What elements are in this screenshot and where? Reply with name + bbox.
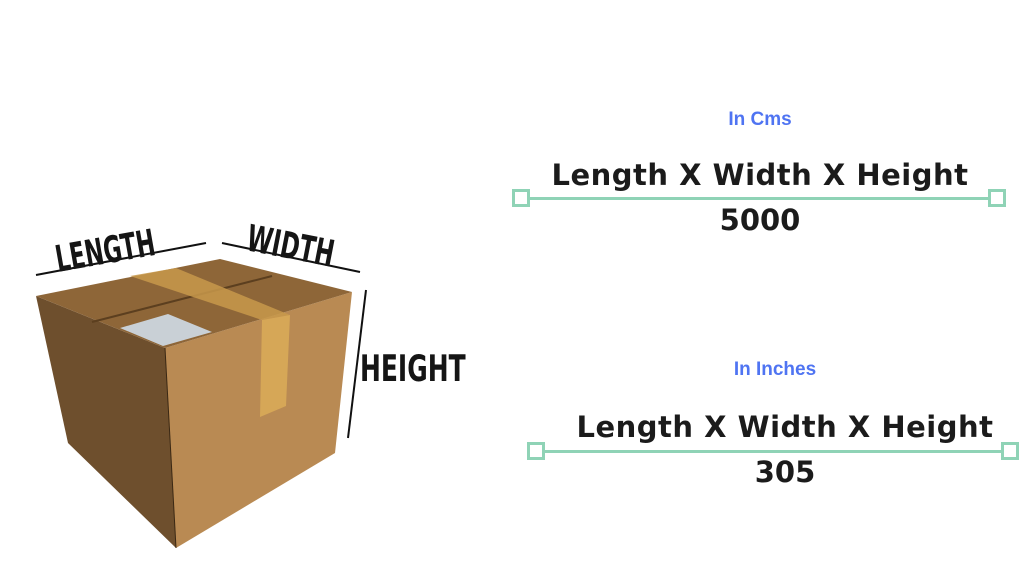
width-rule <box>221 242 361 273</box>
box-tape-front <box>260 315 290 417</box>
box-tape-top <box>130 268 290 320</box>
inches-right-handle[interactable] <box>1001 442 1019 460</box>
length-label: LENGTH <box>52 222 158 281</box>
cms-value: 5000 <box>719 203 801 237</box>
cms-right-handle[interactable] <box>988 189 1006 207</box>
cms-unit-label: In Cms <box>728 109 792 130</box>
inches-left-handle[interactable] <box>527 442 545 460</box>
box-top-face <box>36 259 352 348</box>
cms-formula: Length X Width X Height <box>551 158 969 192</box>
inches-value: 305 <box>754 455 816 489</box>
height-rule <box>347 289 367 439</box>
height-label: HEIGHT <box>360 348 466 390</box>
length-rule <box>35 242 207 276</box>
box-shipping-label <box>120 314 212 346</box>
width-label: WIDTH <box>243 218 337 276</box>
box-left-face <box>36 296 176 548</box>
box-flap-seam <box>91 275 273 323</box>
inches-unit-label: In Inches <box>733 359 817 380</box>
inches-formula: Length X Width X Height <box>576 410 994 444</box>
cms-rule-line <box>530 197 990 200</box>
box-edge-line <box>164 347 177 549</box>
box-front-face <box>165 292 352 548</box>
cms-left-handle[interactable] <box>512 189 530 207</box>
inches-rule-line <box>545 450 1005 453</box>
